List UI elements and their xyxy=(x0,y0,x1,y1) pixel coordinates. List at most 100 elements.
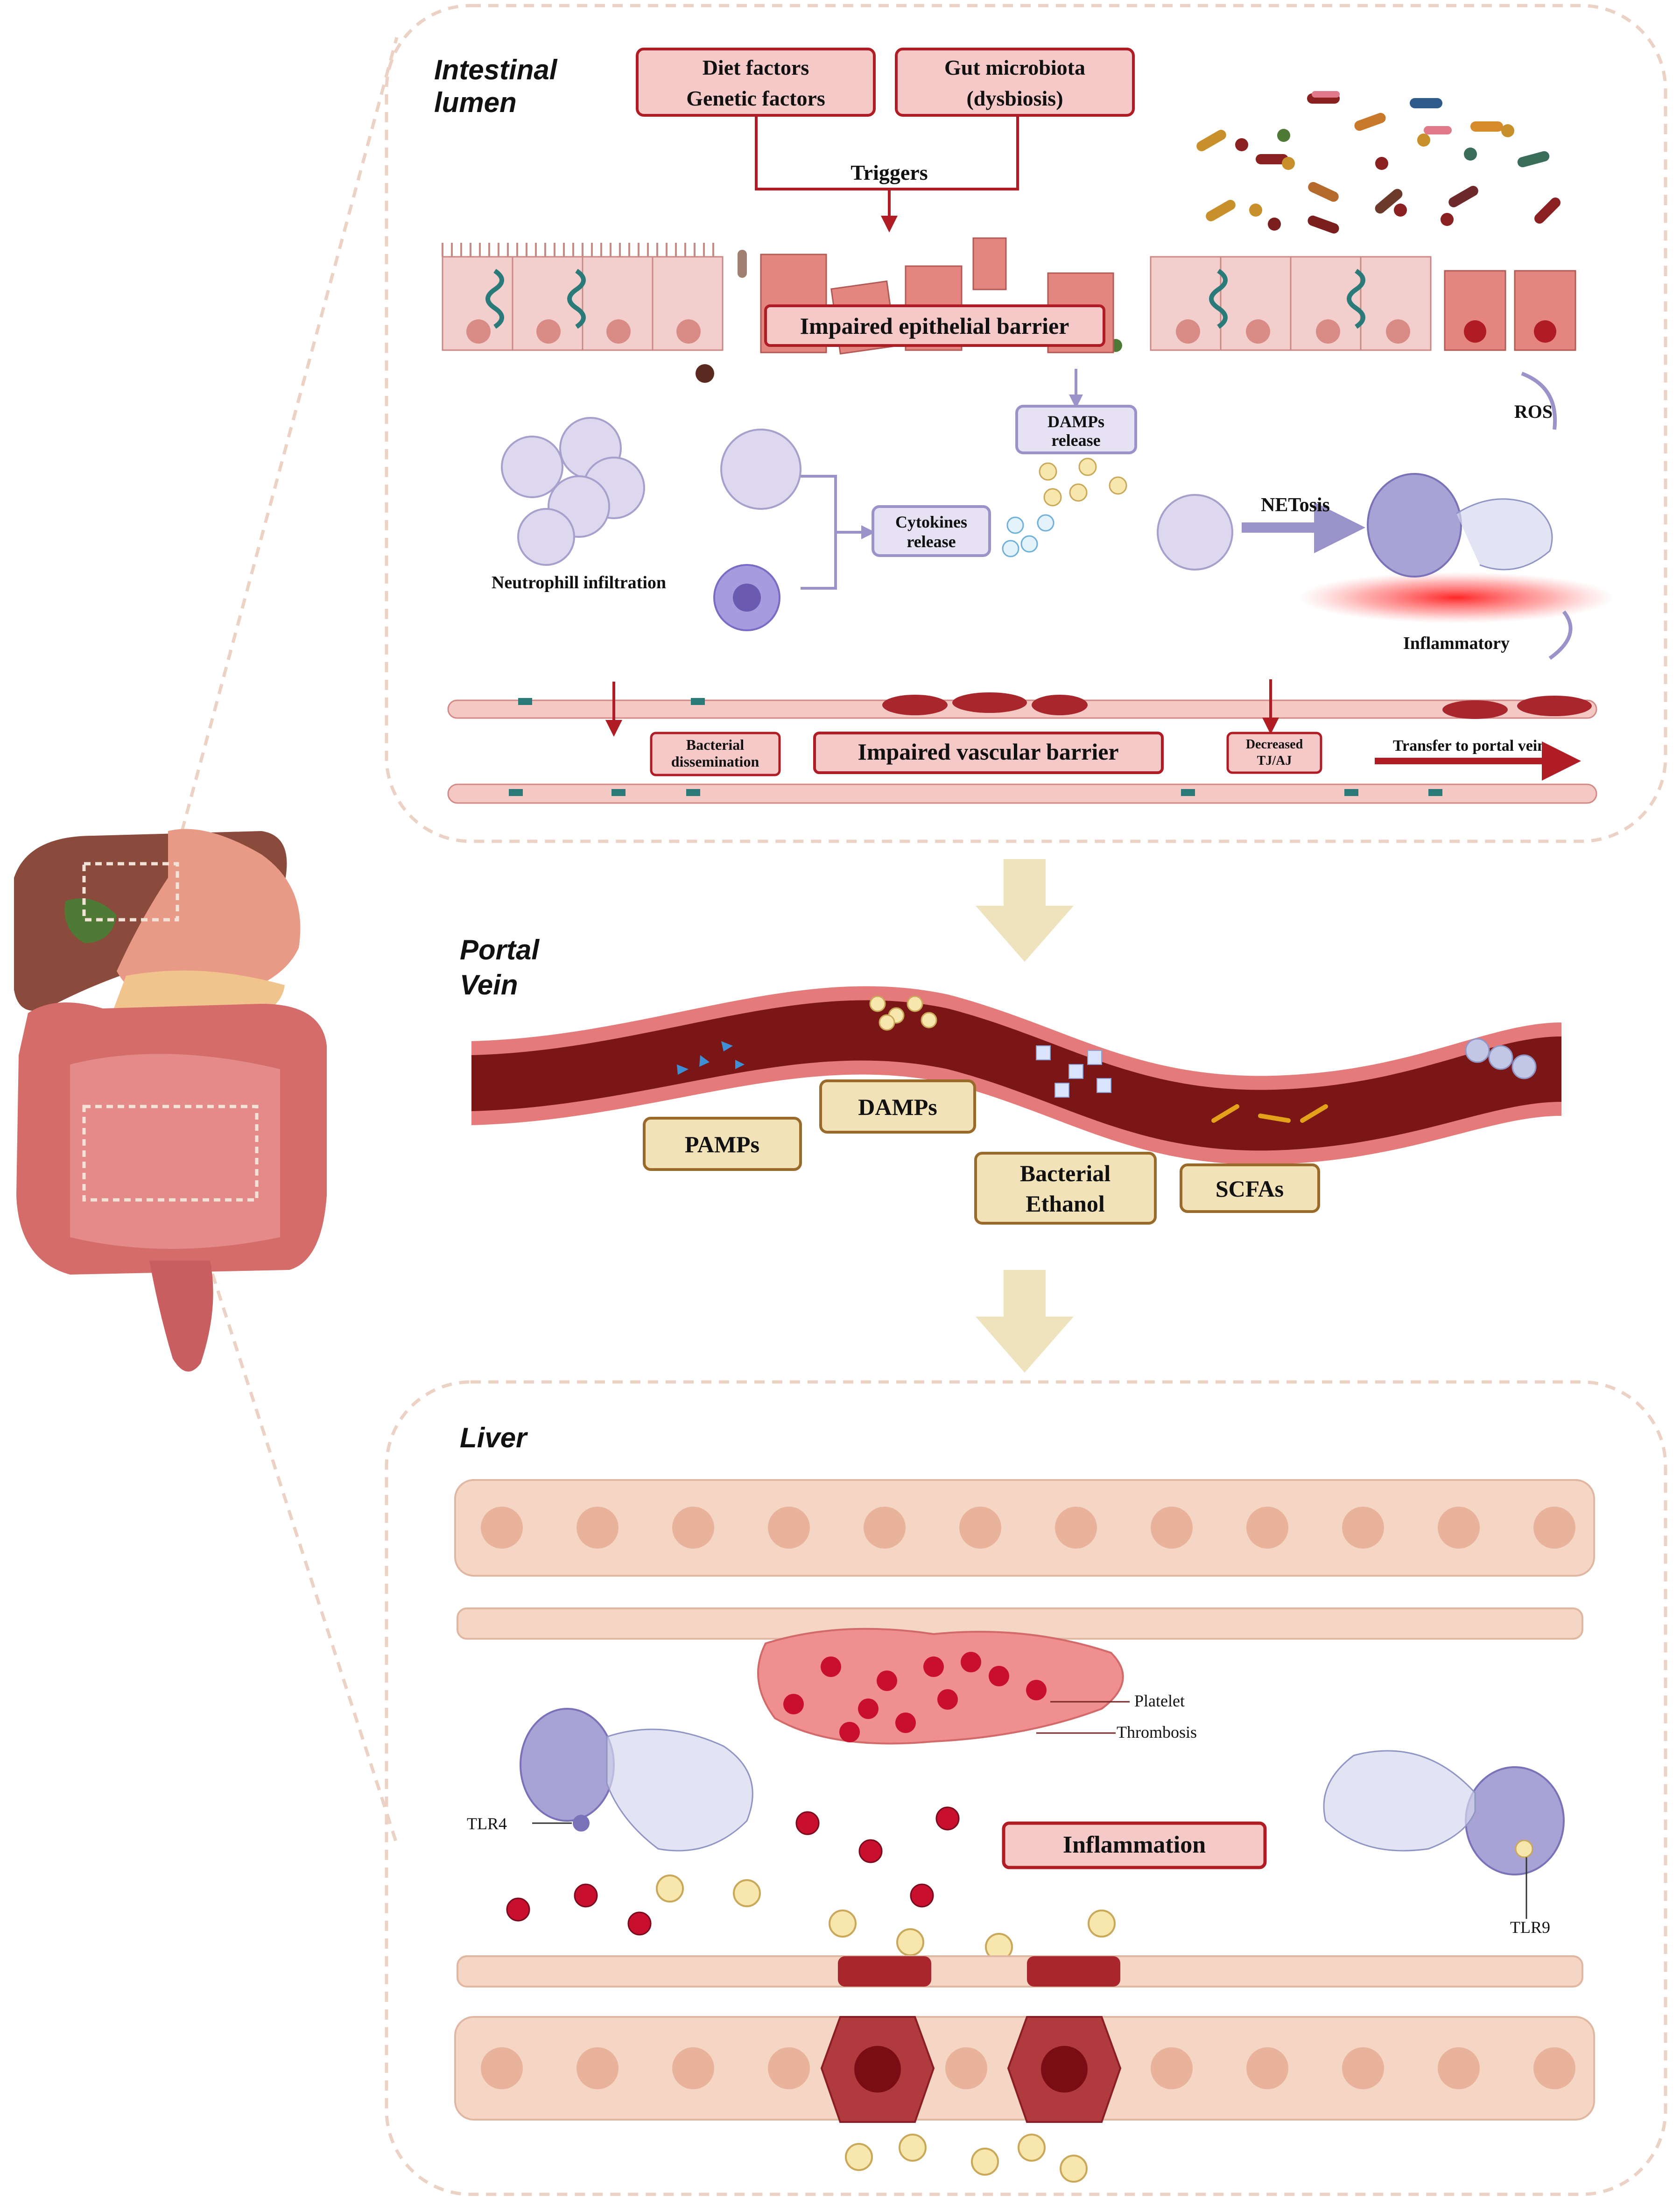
inflammation-glow xyxy=(1298,572,1615,623)
netosis-label: NETosis xyxy=(1261,494,1330,516)
cytokines-label-1: Cytokines xyxy=(895,513,967,531)
epithelium-healthy-left xyxy=(442,243,724,351)
cytokine-particles xyxy=(1002,514,1054,557)
gut-microbiota-box xyxy=(895,48,1135,117)
damps-vein-particles xyxy=(869,995,937,1031)
section-title-vein: Vein xyxy=(460,969,518,1001)
scfa-particles xyxy=(1211,1104,1328,1123)
dysbiosis-label: (dysbiosis) xyxy=(966,86,1063,110)
thrombosis-label: Thrombosis xyxy=(1117,1723,1197,1741)
decreased-tjaj-box xyxy=(1226,732,1322,774)
platelets xyxy=(783,1652,1047,1742)
necrotic-nucleus-1 xyxy=(854,2046,901,2093)
bacteria-cluster xyxy=(1095,91,1561,352)
liver-damps-particles xyxy=(656,1875,1116,2183)
necrotic-nucleus-2 xyxy=(1041,2046,1088,2093)
activated-neutrophil xyxy=(1157,494,1233,571)
epithelial-barrier-label: Impaired epithelial barrier xyxy=(800,313,1069,339)
hepatocyte-nuclei-top xyxy=(481,1507,1575,1549)
sinusoid-bottom xyxy=(457,1955,1583,1988)
hepatocyte-row-top xyxy=(454,1479,1595,1577)
pamps-particles xyxy=(677,1041,745,1075)
epithelial-barrier-box xyxy=(764,304,1105,347)
organ-illustration xyxy=(14,829,327,1372)
bacterial-label-2: dissemination xyxy=(671,753,759,770)
inflammatory-label: Inflammatory xyxy=(1403,634,1510,653)
zoom-box-gut xyxy=(82,1105,259,1202)
ros-particles xyxy=(506,1806,960,1936)
bacterial-ethanol-box xyxy=(974,1152,1157,1225)
decreased-label-1: Decreased xyxy=(1246,737,1303,752)
epithelium-healthy-right xyxy=(1150,256,1576,351)
diet-factors-label: Diet factors xyxy=(703,56,809,79)
cytokines-bracket xyxy=(801,475,868,590)
liver-net-cell-left xyxy=(520,1708,615,1822)
damaged-sinusoid-cell-1 xyxy=(838,1956,931,1987)
scfas-label: SCFAs xyxy=(1216,1176,1284,1202)
tlr4-receptor xyxy=(573,1815,590,1832)
intestinal-frame xyxy=(385,4,1667,843)
thrombus xyxy=(757,1628,1124,1745)
damps-release-label-1: DAMPs xyxy=(1047,412,1104,431)
triggers-label: Triggers xyxy=(851,161,928,184)
zoom-line-top xyxy=(166,37,399,883)
vascular-barrier-label: Impaired vascular barrier xyxy=(858,739,1118,765)
bacterial-dissemination-box xyxy=(650,732,781,776)
damps-release-label-2: release xyxy=(1051,431,1100,450)
section-title-intestinal: Intestinal xyxy=(434,54,558,85)
section-title-liver: Liver xyxy=(460,1422,528,1453)
net-cell xyxy=(1367,473,1462,578)
tlr9-receptor xyxy=(1515,1840,1533,1858)
damps-release-box xyxy=(1015,405,1137,454)
pamps-box xyxy=(643,1117,802,1171)
inflammation-box xyxy=(1002,1821,1267,1869)
platelet-label: Platelet xyxy=(1134,1692,1185,1710)
gut-microbiota-label: Gut microbiota xyxy=(944,56,1085,79)
neutrophil-infiltration-label: Neutrophill infiltration xyxy=(492,573,666,592)
bacterial-label-1: Bacterial xyxy=(686,736,745,753)
liver-frame xyxy=(385,1380,1667,2196)
genetic-factors-label: Genetic factors xyxy=(686,86,825,110)
down-arrow-2 xyxy=(976,1270,1074,1373)
cytokines-label-2: release xyxy=(907,532,956,551)
inflammatory-arrow xyxy=(1548,610,1573,660)
pamps-label: PAMPs xyxy=(685,1131,759,1157)
vascular-damaged-cells xyxy=(882,692,1592,719)
ros-arrow xyxy=(1521,372,1557,430)
junction-markers xyxy=(509,698,1442,796)
dendritic-nucleus xyxy=(733,584,761,612)
transfer-label: Transfer to portal vein xyxy=(1393,737,1546,754)
damps-box xyxy=(819,1079,976,1134)
liver-net-cell-right xyxy=(1465,1766,1565,1875)
hepatocyte-nuclei-bottom xyxy=(481,2047,1575,2089)
liver-net-strands-left xyxy=(606,1728,753,1852)
ros-label: ROS xyxy=(1514,401,1553,422)
tlr9-label: TLR9 xyxy=(1510,1918,1550,1937)
tlr4-label: TLR4 xyxy=(467,1814,507,1833)
bacterial-ethanol-label-1: Bacterial xyxy=(1020,1160,1111,1186)
neutrophil-cluster xyxy=(501,417,645,566)
damps-vein-label: DAMPs xyxy=(858,1094,937,1120)
bacterial-ethanol-label-2: Ethanol xyxy=(1026,1191,1105,1217)
vascular-barrier-box xyxy=(813,732,1164,774)
down-arrow-1 xyxy=(976,859,1074,962)
zoom-box-liver xyxy=(82,862,179,922)
cytokines-release-box xyxy=(872,505,991,557)
scfas-box xyxy=(1180,1163,1320,1213)
section-title-portal: Portal xyxy=(460,934,540,966)
portal-vein-lumen xyxy=(471,1000,1561,1151)
inflammation-label: Inflammation xyxy=(1063,1832,1206,1858)
zoom-line-bottom xyxy=(194,1222,399,1845)
damaged-sinusoid-cell-2 xyxy=(1027,1956,1120,1987)
damps-particles xyxy=(1039,458,1127,507)
trigger-connector xyxy=(755,115,1019,190)
section-title-lumen: lumen xyxy=(434,87,517,118)
liver-net-strands-right xyxy=(1323,1750,1476,1852)
vascular-bottom-row xyxy=(447,783,1597,804)
vein-immune-cells xyxy=(1465,1038,1537,1079)
decreased-label-2: TJ/AJ xyxy=(1257,754,1292,768)
ethanol-particles xyxy=(1036,1045,1111,1098)
net-strands xyxy=(1456,498,1553,571)
neutrophil-cell xyxy=(720,429,801,510)
